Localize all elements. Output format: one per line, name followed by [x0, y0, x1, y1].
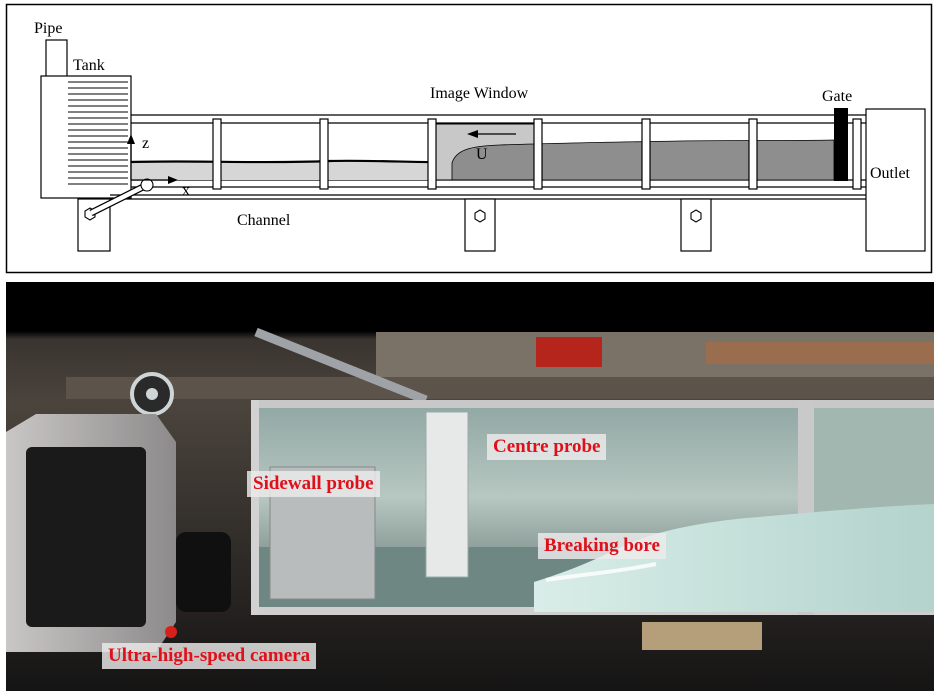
flume-photo: Centre probe Sidewall probe Breaking bor… [6, 282, 934, 691]
camera-label: Ultra-high-speed camera [102, 643, 317, 669]
gate [834, 108, 848, 181]
breaking-bore-label: Breaking bore [538, 533, 666, 559]
sidewall-probe-label: Sidewall probe [247, 471, 380, 497]
image-window-label: Image Window [430, 85, 529, 102]
photo-scene [6, 282, 934, 691]
breaking-bore [534, 504, 934, 612]
velocity-label: U [476, 146, 488, 163]
frame-posts [212, 118, 862, 190]
upper-rail [66, 377, 934, 399]
outlet [865, 108, 926, 252]
tank-hatching [68, 81, 128, 185]
gate-label: Gate [822, 88, 852, 105]
axes [127, 134, 178, 184]
tank-label: Tank [73, 57, 105, 74]
pipe-label: Pipe [34, 20, 62, 37]
z-axis-label: z [142, 135, 149, 152]
centre-probe [425, 411, 469, 578]
channel-label: Channel [237, 212, 291, 229]
water-surface [131, 160, 452, 180]
flume-schematic: U Pipe Tank [5, 3, 933, 274]
water-surface-line [130, 159, 453, 164]
x-axis-label: x [182, 182, 190, 199]
centre-probe-label: Centre probe [487, 434, 607, 460]
outlet-label: Outlet [870, 165, 911, 182]
hinge-arm [89, 178, 154, 217]
